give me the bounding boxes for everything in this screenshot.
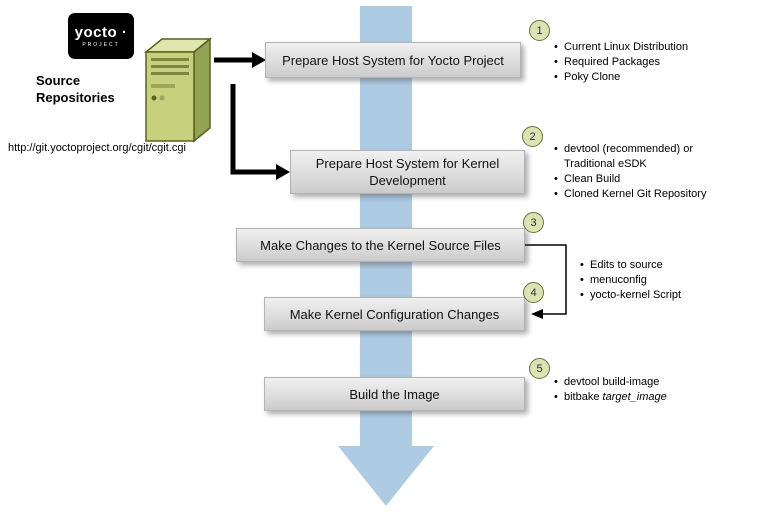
source-repositories-url: http://git.yoctoproject.org/cgit/cgit.cg…: [8, 142, 186, 154]
bullet-item: Clean Build: [552, 172, 732, 187]
yocto-logo-name: yocto ·: [74, 24, 128, 41]
source-repositories-line2: Repositories: [36, 90, 115, 105]
arrowhead-step1: [252, 52, 266, 68]
yocto-logo: yocto · PROJECT: [68, 13, 134, 59]
step-number-4: 4: [523, 282, 544, 303]
bullet-item: menuconfig: [578, 273, 728, 288]
step3-label: Make Changes to the Kernel Source Files: [260, 237, 501, 253]
step2-label: Prepare Host System for Kernel Developme…: [315, 156, 500, 188]
bullet-item: bitbake target_image: [552, 390, 732, 405]
step1-label: Prepare Host System for Yocto Project: [282, 52, 504, 68]
bullet-item: Edits to source: [578, 258, 728, 273]
step-box-make-source-changes: Make Changes to the Kernel Source Files: [236, 228, 525, 262]
bullet-italic-text: target_image: [602, 391, 667, 403]
yocto-logo-subtitle: PROJECT: [82, 42, 120, 48]
step-number-5: 5: [529, 358, 550, 379]
bullet-item: Required Packages: [552, 55, 752, 70]
step-number-2: 2: [522, 126, 543, 147]
bullet-item: yocto-kernel Script: [578, 288, 728, 303]
step-number-3: 3: [523, 212, 544, 233]
arrowhead-step2: [276, 164, 290, 180]
bullet-text: bitbake: [564, 391, 603, 403]
step1-bullets: Current Linux Distribution Required Pack…: [552, 40, 752, 85]
step-number-1: 1: [529, 20, 550, 41]
step2-bullets: devtool (recommended) or Traditional eSD…: [552, 142, 732, 202]
bullet-item: devtool build-image: [552, 375, 732, 390]
bullet-item: Current Linux Distribution: [552, 40, 752, 55]
arrow-server-to-step2: [230, 84, 276, 175]
step4-label: Make Kernel Configuration Changes: [289, 306, 500, 322]
step-box-prepare-host-yocto: Prepare Host System for Yocto Project: [265, 42, 521, 78]
bullet-item: Cloned Kernel Git Repository: [552, 187, 732, 202]
step5-bullets: devtool build-image bitbake target_image: [552, 375, 732, 405]
step3-step4-shared-bullets: Edits to source menuconfig yocto-kernel …: [578, 258, 728, 303]
step-box-build-image: Build the Image: [264, 377, 525, 411]
step5-label: Build the Image: [349, 386, 440, 402]
bullet-item: Poky Clone: [552, 70, 752, 85]
source-repositories-line1: Source: [36, 73, 81, 88]
source-repositories-label: Source Repositories: [36, 72, 115, 106]
arrowhead-step4: [531, 309, 543, 319]
bullet-item: devtool (recommended) or Traditional eSD…: [552, 142, 732, 172]
bracket-step3-step4: [525, 244, 567, 315]
step-box-prepare-host-kernel: Prepare Host System for Kernel Developme…: [290, 150, 525, 194]
server-icon: [136, 34, 218, 151]
step-box-kernel-config-changes: Make Kernel Configuration Changes: [264, 297, 525, 331]
